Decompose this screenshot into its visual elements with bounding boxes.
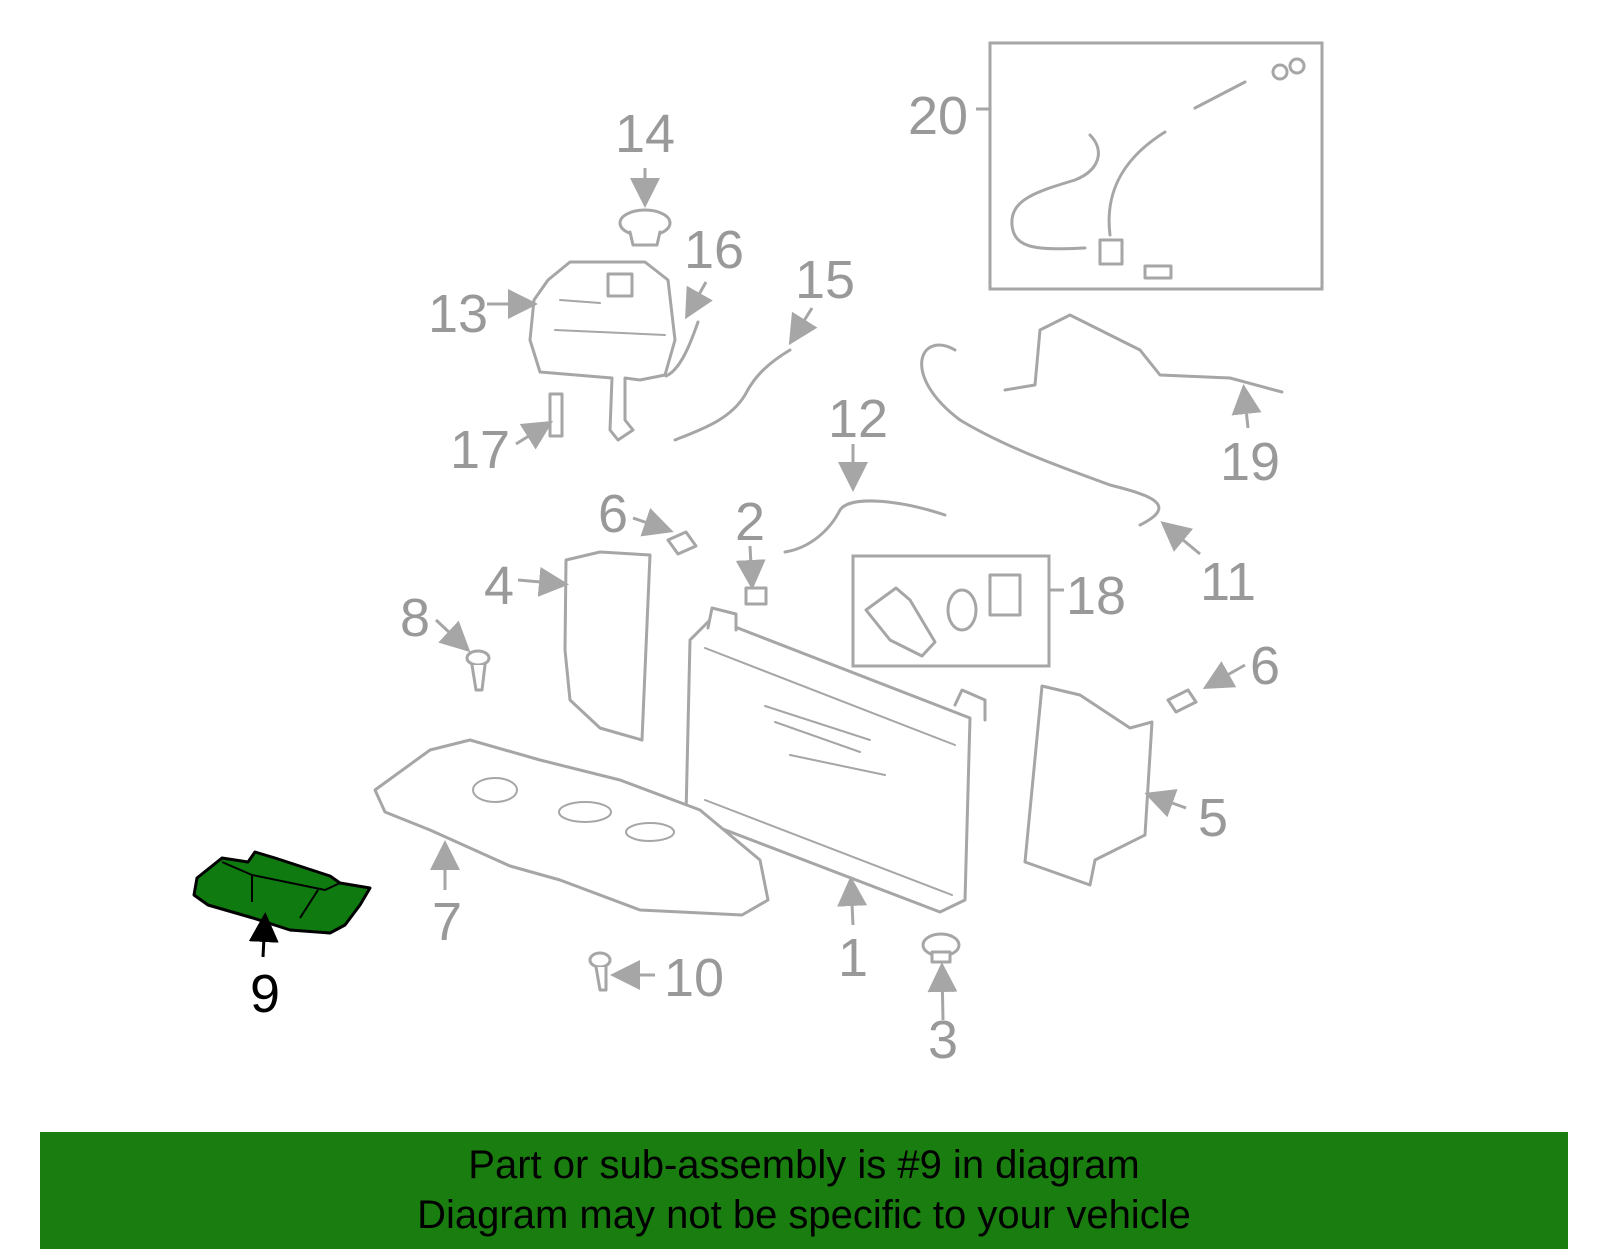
callout-20: 20 [908, 86, 968, 146]
callout-16: 16 [684, 220, 744, 280]
part-8-push-retainer [465, 649, 491, 692]
leader-5 [1144, 789, 1187, 818]
part-4-left-air-baffle [563, 550, 652, 742]
callout-6a: 6 [598, 484, 628, 544]
part-3-insulator [921, 932, 961, 964]
callout-15: 15 [795, 250, 855, 310]
part-10-push-retainer [588, 951, 612, 992]
part-6-bolt-right [1166, 688, 1198, 714]
leader-19 [1231, 384, 1262, 429]
leader-16 [685, 281, 713, 320]
callout-12: 12 [828, 389, 888, 449]
part-5-right-air-baffle [1023, 684, 1154, 887]
part-6-bolt-left [666, 530, 698, 556]
leader-4 [517, 566, 569, 597]
part-13-coolant-reservoir [528, 260, 677, 442]
leader-3 [927, 962, 958, 1021]
callout-3: 3 [928, 1010, 958, 1070]
callout-13: 13 [428, 284, 488, 344]
part-18-drain-valve-kit [851, 554, 1051, 668]
leader-6b [1202, 661, 1246, 689]
callout-7: 7 [432, 892, 462, 952]
part-9-splash-shield-highlighted [192, 850, 372, 935]
part-2-drain-plug [744, 586, 768, 606]
leader-15 [788, 307, 818, 346]
info-banner: Part or sub-assembly is #9 in diagram Di… [40, 1132, 1568, 1249]
leader-9 [248, 912, 279, 958]
leader-8 [434, 618, 471, 653]
callout-10: 10 [664, 948, 724, 1008]
banner-line-2: Diagram may not be specific to your vehi… [417, 1193, 1191, 1237]
part-19-coolant-pipe [1003, 313, 1284, 394]
callout-9: 9 [250, 964, 280, 1024]
leader-1 [837, 876, 868, 926]
leader-6a [632, 508, 674, 537]
callout-2: 2 [735, 492, 765, 552]
part-20-heater-hose-kit [988, 41, 1324, 291]
callout-19: 19 [1220, 432, 1280, 492]
callout-14: 14 [615, 104, 675, 164]
leader-17 [515, 420, 554, 450]
banner-line-1: Part or sub-assembly is #9 in diagram [468, 1143, 1140, 1187]
callout-1: 1 [838, 928, 868, 988]
part-7-lower-air-baffle [373, 738, 770, 917]
callout-5: 5 [1198, 788, 1228, 848]
part-14-reservoir-cap [618, 208, 672, 247]
part-16-reservoir-hose [664, 320, 700, 378]
callout-18: 18 [1066, 566, 1126, 626]
callout-4: 4 [484, 556, 514, 616]
leader-2 [735, 545, 766, 590]
callout-11: 11 [1200, 552, 1256, 612]
part-12-radiator-hose [783, 499, 947, 554]
part-11-lower-hose [920, 343, 1161, 527]
callout-6b: 6 [1250, 636, 1280, 696]
leader-11 [1160, 521, 1201, 556]
callout-17: 17 [450, 420, 510, 480]
part-17-level-sensor [548, 392, 564, 438]
part-15-overflow-hose [673, 348, 792, 442]
callout-8: 8 [400, 588, 430, 648]
